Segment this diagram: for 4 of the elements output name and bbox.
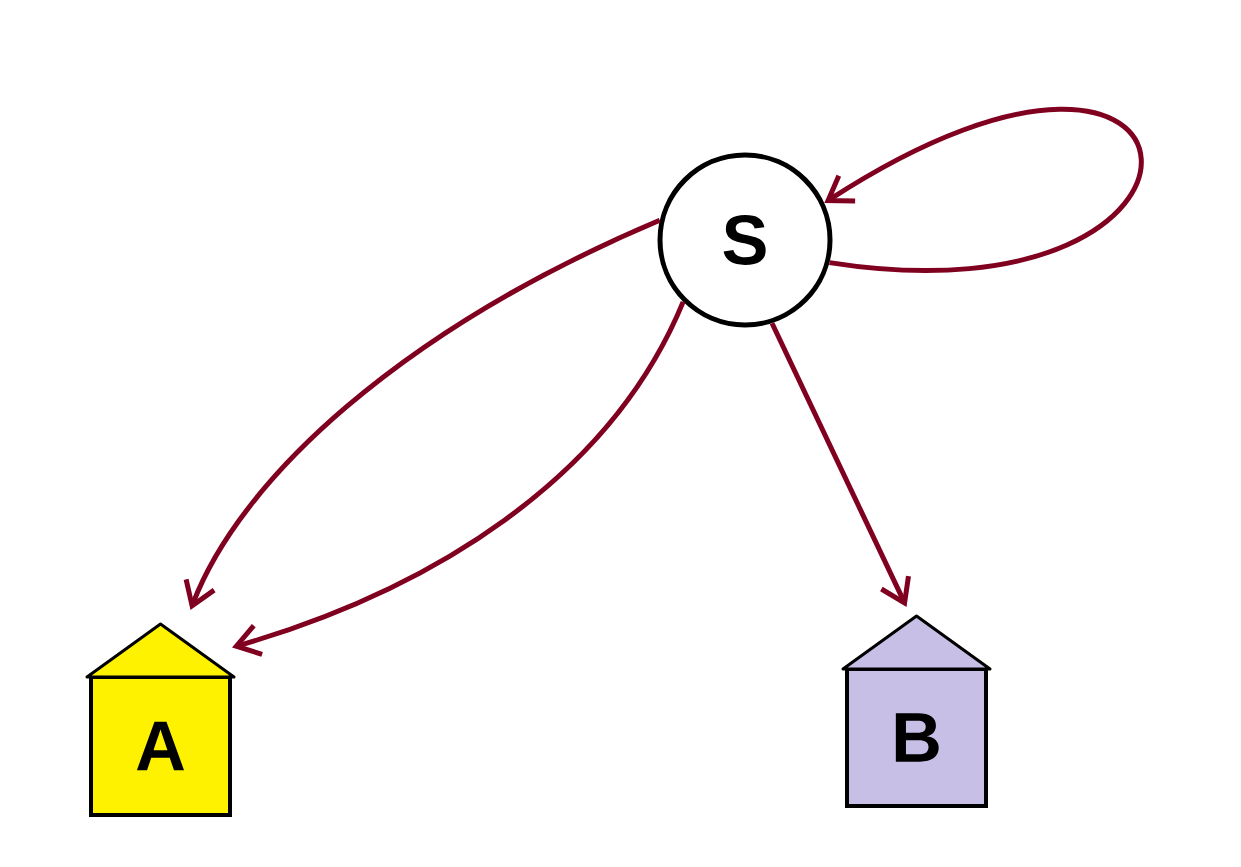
- arrow: [824, 106, 1144, 274]
- arrow: [232, 300, 686, 657]
- arrow: [183, 218, 661, 610]
- arrow: [769, 322, 911, 607]
